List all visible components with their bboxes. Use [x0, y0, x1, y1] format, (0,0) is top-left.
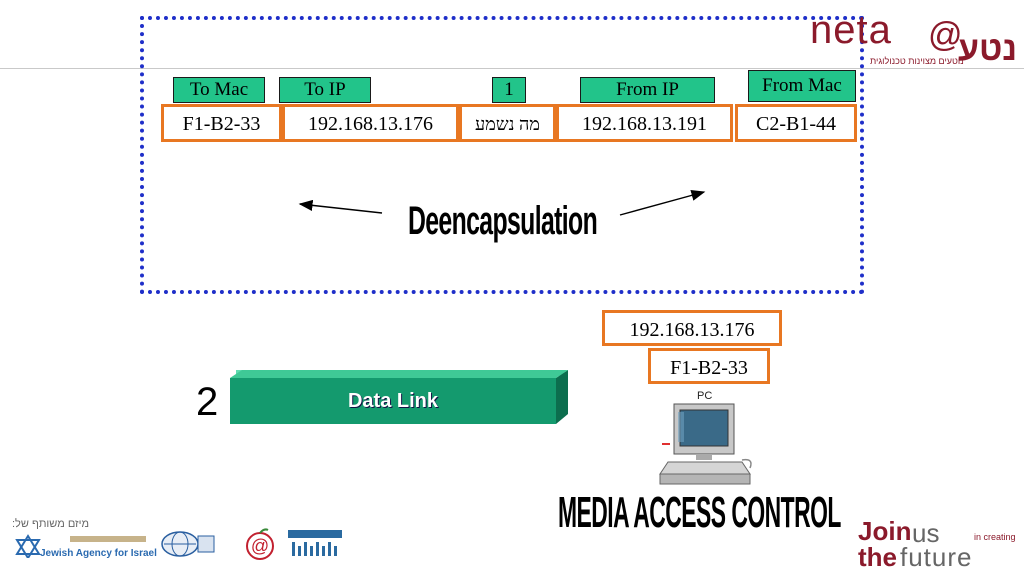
data-link-label: Data Link	[347, 389, 439, 412]
host-ip-box: 192.168.13.176	[602, 310, 782, 346]
jewish-agency-label: Jewish Agency for Israel	[40, 548, 157, 559]
header-data: 1	[492, 77, 526, 103]
apple-at-logo-icon: @	[246, 528, 274, 560]
header-from-mac: From Mac	[748, 70, 856, 102]
neta-logo-hebrew: נטע	[958, 30, 1018, 68]
neta-logo: neta @ נטע נוטעים מצוינות טכנולוגית	[810, 8, 1024, 70]
data-link-label-wrap: Data Link	[230, 378, 556, 424]
arrow-left	[298, 199, 383, 214]
packet-payload: מה נשמע	[459, 104, 556, 142]
packet-src-ip: 192.168.13.191	[556, 104, 733, 142]
deencapsulation-frame	[140, 16, 864, 294]
pc-label: PC	[697, 390, 713, 402]
join-word: Join	[858, 516, 912, 546]
header-from-ip: From IP	[580, 77, 715, 103]
sponsor-text: מיזם משותף של:	[12, 518, 90, 530]
top-divider-line	[0, 68, 1024, 69]
globe-logo-icon	[161, 531, 215, 557]
the-word: the	[858, 542, 897, 572]
packet-src-mac: C2-B1-44	[735, 104, 857, 142]
jewish-agency-icon	[15, 534, 41, 558]
deencapsulation-label: Deencapsulation	[408, 198, 598, 243]
at-icon: @	[928, 16, 963, 54]
header-to-ip: To IP	[279, 77, 371, 103]
us-word: us	[912, 518, 940, 548]
packet-dest-mac: F1-B2-33	[161, 104, 282, 142]
deencapsulation-arrows	[298, 189, 706, 216]
host-mac-box: F1-B2-33	[648, 348, 770, 384]
in-creating-word: in creating	[974, 532, 1016, 542]
pc-icon	[659, 403, 752, 485]
svg-text:@: @	[251, 536, 269, 556]
header-to-mac: To Mac	[173, 77, 265, 103]
media-access-control-caption: MEDIA ACCESS CONTROL	[558, 488, 841, 537]
cisco-logo-icon	[288, 530, 342, 556]
data-link-bar	[230, 370, 568, 424]
neta-tagline: נוטעים מצוינות טכנולוגית	[870, 56, 964, 66]
layer-number: 2	[196, 380, 219, 424]
sponsor-bar-1	[70, 536, 146, 542]
packet-dest-ip: 192.168.13.176	[282, 104, 459, 142]
arrow-right	[619, 189, 706, 216]
deencapsulation-label-wrap: Deencapsulation	[383, 196, 623, 246]
join-us-logo: Join us in creating the future	[850, 516, 1024, 576]
neta-logo-latin: neta	[810, 8, 892, 52]
future-word: future	[900, 542, 973, 572]
